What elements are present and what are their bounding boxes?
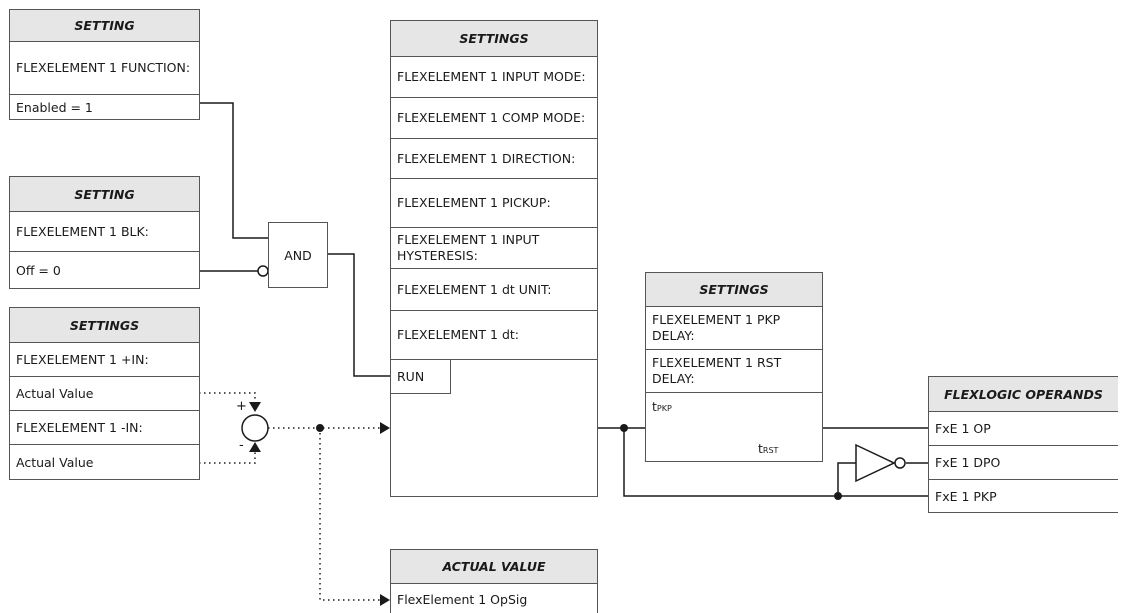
and-gate: AND	[268, 222, 328, 288]
inversion-bubble	[257, 265, 269, 277]
trst-t: t	[758, 441, 763, 456]
input-mode-setting: FLEXELEMENT 1 INPUT MODE:	[391, 57, 597, 98]
minus-sign: -	[239, 438, 244, 453]
wire-enabled-to-and	[199, 102, 268, 239]
flexlogic-operands-box: FLEXLOGIC OPERANDS FxE 1 OP FxE 1 DPO Fx…	[928, 376, 1118, 513]
comp-mode-setting: FLEXELEMENT 1 COMP MODE:	[391, 98, 597, 139]
box-header: ACTUAL VALUE	[391, 550, 597, 584]
box-header: FLEXLOGIC OPERANDS	[929, 377, 1118, 412]
arrow-minus	[249, 442, 261, 452]
box-header: SETTINGS	[646, 273, 822, 307]
dt-setting: FLEXELEMENT 1 dt:	[391, 311, 597, 360]
plus-in-label: FLEXELEMENT 1 +IN:	[10, 343, 199, 377]
setting-blk-value: Off = 0	[16, 262, 61, 278]
rst-delay-setting: FLEXELEMENT 1 RST DELAY:	[646, 350, 822, 393]
wire-to-inverter	[837, 462, 856, 496]
plus-sign: +	[236, 399, 247, 414]
wire-minus-in	[199, 452, 256, 464]
minus-in-value: Actual Value	[16, 454, 94, 470]
plus-in-value: Actual Value	[10, 377, 199, 411]
tpkp-label: tPKP	[652, 399, 672, 414]
operand-pkp: FxE 1 PKP	[935, 488, 997, 504]
settings-inputs-box: SETTINGS FLEXELEMENT 1 +IN: Actual Value…	[9, 307, 200, 480]
pkp-delay-setting: FLEXELEMENT 1 PKP DELAY:	[646, 307, 822, 350]
setting-blk-label: FLEXELEMENT 1 BLK:	[10, 212, 199, 252]
run-cell: RUN	[391, 360, 451, 394]
direction-setting: FLEXELEMENT 1 DIRECTION:	[391, 139, 597, 179]
setting-blk-box: SETTING FLEXELEMENT 1 BLK: Off = 0	[9, 176, 200, 289]
wire-and-to-run	[328, 253, 390, 377]
arrow-plus	[249, 402, 261, 412]
tpkp-subscript: PKP	[656, 404, 672, 413]
box-header: SETTINGS	[391, 21, 597, 57]
box-header: SETTINGS	[10, 308, 199, 343]
pickup-setting: FLEXELEMENT 1 PICKUP:	[391, 179, 597, 228]
summer-circle	[241, 414, 269, 442]
run-label: RUN	[397, 369, 425, 384]
box-header: SETTING	[10, 177, 199, 212]
setting-function-value: Enabled = 1	[16, 99, 93, 115]
wire-plus-in	[199, 392, 256, 402]
inverter-gate	[855, 443, 896, 483]
hysteresis-setting: FLEXELEMENT 1 INPUT HYSTERESIS:	[391, 228, 597, 269]
wire-to-actual	[319, 428, 380, 601]
box-header: SETTING	[10, 10, 199, 42]
actual-value-box: ACTUAL VALUE FlexElement 1 OpSig	[390, 549, 598, 613]
trst-subscript: RST	[762, 446, 779, 455]
operand-dpo: FxE 1 DPO	[929, 446, 1118, 480]
operand-op: FxE 1 OP	[929, 412, 1118, 446]
junction-dot	[316, 424, 324, 432]
junction-dot	[620, 424, 628, 432]
comparator-settings-box: SETTINGS FLEXELEMENT 1 INPUT MODE: FLEXE…	[390, 20, 598, 497]
junction-dot	[834, 492, 842, 500]
dt-unit-setting: FLEXELEMENT 1 dt UNIT:	[391, 269, 597, 311]
setting-function-box: SETTING FLEXELEMENT 1 FUNCTION: Enabled …	[9, 9, 200, 120]
setting-function-label: FLEXELEMENT 1 FUNCTION:	[10, 42, 199, 95]
and-gate-label: AND	[284, 247, 312, 263]
wire-pkp-branch	[623, 428, 928, 497]
actual-value-opsig: FlexElement 1 OpSig	[397, 591, 528, 607]
timer-settings-box: SETTINGS FLEXELEMENT 1 PKP DELAY: FLEXEL…	[645, 272, 823, 462]
minus-in-label: FLEXELEMENT 1 -IN:	[10, 411, 199, 445]
tpkp-t: t	[652, 399, 657, 414]
arrow-to-comparator	[380, 422, 390, 434]
inverter-bubble	[894, 457, 906, 469]
arrow-to-actual	[380, 594, 390, 606]
trst-label: tRST	[758, 441, 778, 456]
